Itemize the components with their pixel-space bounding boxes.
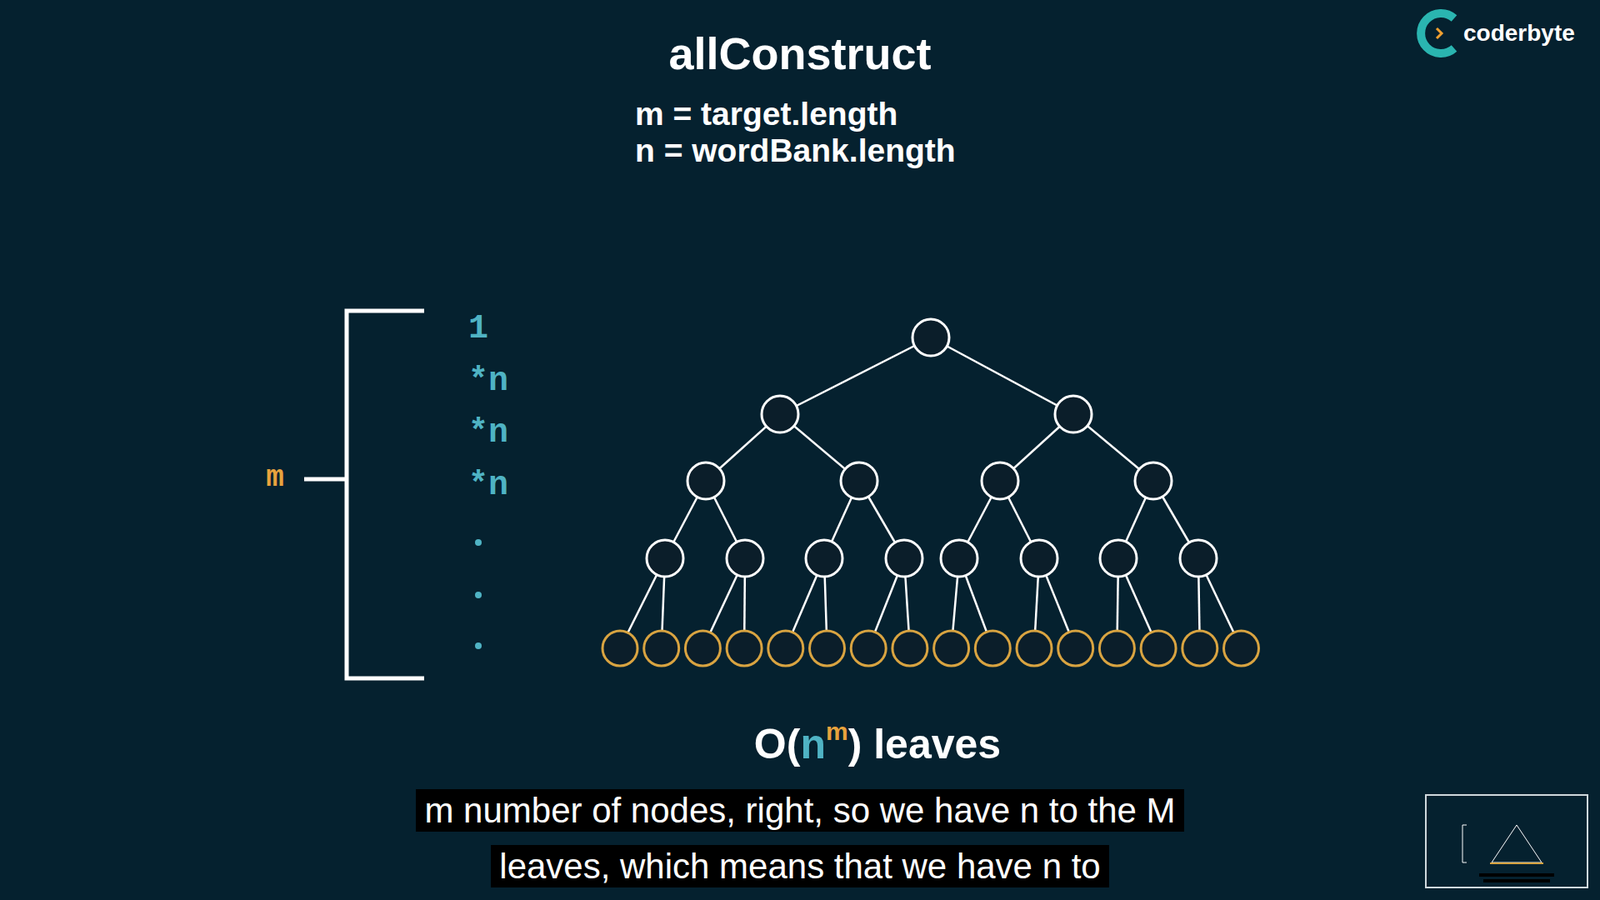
- bracket-line: [346, 310, 425, 679]
- thumbnail-frame: [1425, 795, 1588, 888]
- leaf-node: [726, 630, 762, 666]
- tree-node: [646, 540, 684, 577]
- tree-node: [1100, 540, 1137, 577]
- tree-node: [726, 540, 764, 577]
- leaf-node: [892, 630, 928, 666]
- ellipsis-dots: [475, 539, 482, 650]
- logo-arc: [1420, 13, 1455, 54]
- tree-node: [1135, 462, 1172, 500]
- definition: m = target.length: [635, 95, 898, 133]
- leaf-node: [810, 630, 845, 666]
- leaf-node: [934, 630, 970, 666]
- tree-node: [687, 462, 725, 500]
- dot: [475, 591, 482, 599]
- level-factor: *n: [468, 466, 509, 505]
- leaf-node: [602, 630, 638, 666]
- leaf-node: [1058, 630, 1094, 666]
- subtitle: m number of nodes, right, so we have n t…: [415, 789, 1184, 888]
- definition: n = wordBank.length: [635, 132, 956, 170]
- thumbnail: [1425, 795, 1588, 888]
- leaf-node: [975, 630, 1010, 666]
- tree-node: [1055, 395, 1092, 433]
- tree-nodes: [602, 319, 1260, 666]
- logo-text: coderbyte: [1463, 20, 1575, 47]
- bracket-tick: [304, 477, 347, 482]
- dot: [475, 539, 482, 546]
- tree-node: [912, 319, 950, 356]
- thumbnail-caption-bar: [1479, 873, 1555, 877]
- level-factor: *n: [468, 362, 509, 400]
- logo-icon: [1420, 13, 1455, 54]
- complexity-part: m: [825, 717, 849, 745]
- leaf-node: [1016, 630, 1052, 666]
- leaf-node: [850, 630, 886, 666]
- level-factor: 1: [468, 310, 489, 348]
- tree-node: [761, 395, 799, 433]
- leaf-node: [1099, 630, 1135, 666]
- complexity-part: ) leaves: [848, 720, 1001, 768]
- level-factor: *n: [468, 414, 509, 452]
- tree-node: [885, 540, 923, 577]
- thumbnail-tree: [1491, 825, 1542, 863]
- leaf-node: [685, 630, 720, 666]
- logo-chevron: [1436, 28, 1442, 39]
- tree-node: [1180, 540, 1217, 577]
- slide-title: allConstruct: [668, 27, 931, 80]
- dot: [475, 642, 482, 650]
- tree-node: [1020, 540, 1058, 577]
- complexity-part: O(: [754, 720, 801, 768]
- tree-branch: [780, 337, 931, 415]
- subtitle-box: m number of nodes, right, so we have n t…: [408, 786, 1192, 899]
- leaf-node: [1182, 630, 1218, 666]
- tree-node: [940, 540, 978, 577]
- tree-node: [840, 462, 878, 500]
- bracket: [304, 310, 425, 679]
- leaf-node: [644, 630, 680, 666]
- thumbnail-bracket: [1462, 825, 1467, 863]
- leaf-node: [1224, 630, 1260, 666]
- complexity-part: n: [800, 720, 826, 768]
- height-label: m: [265, 460, 285, 495]
- tree-node: [805, 540, 843, 577]
- leaf-node: [768, 630, 804, 666]
- thumbnail-caption-bar: [1483, 879, 1550, 883]
- thumbnail-leaves: [1490, 862, 1544, 865]
- leaf-node: [1140, 630, 1176, 666]
- tree-branch: [930, 337, 1074, 415]
- tree-edges: [620, 337, 1242, 649]
- tree-node: [981, 462, 1019, 500]
- complexity-label: O(nm) leaves: [754, 717, 1001, 769]
